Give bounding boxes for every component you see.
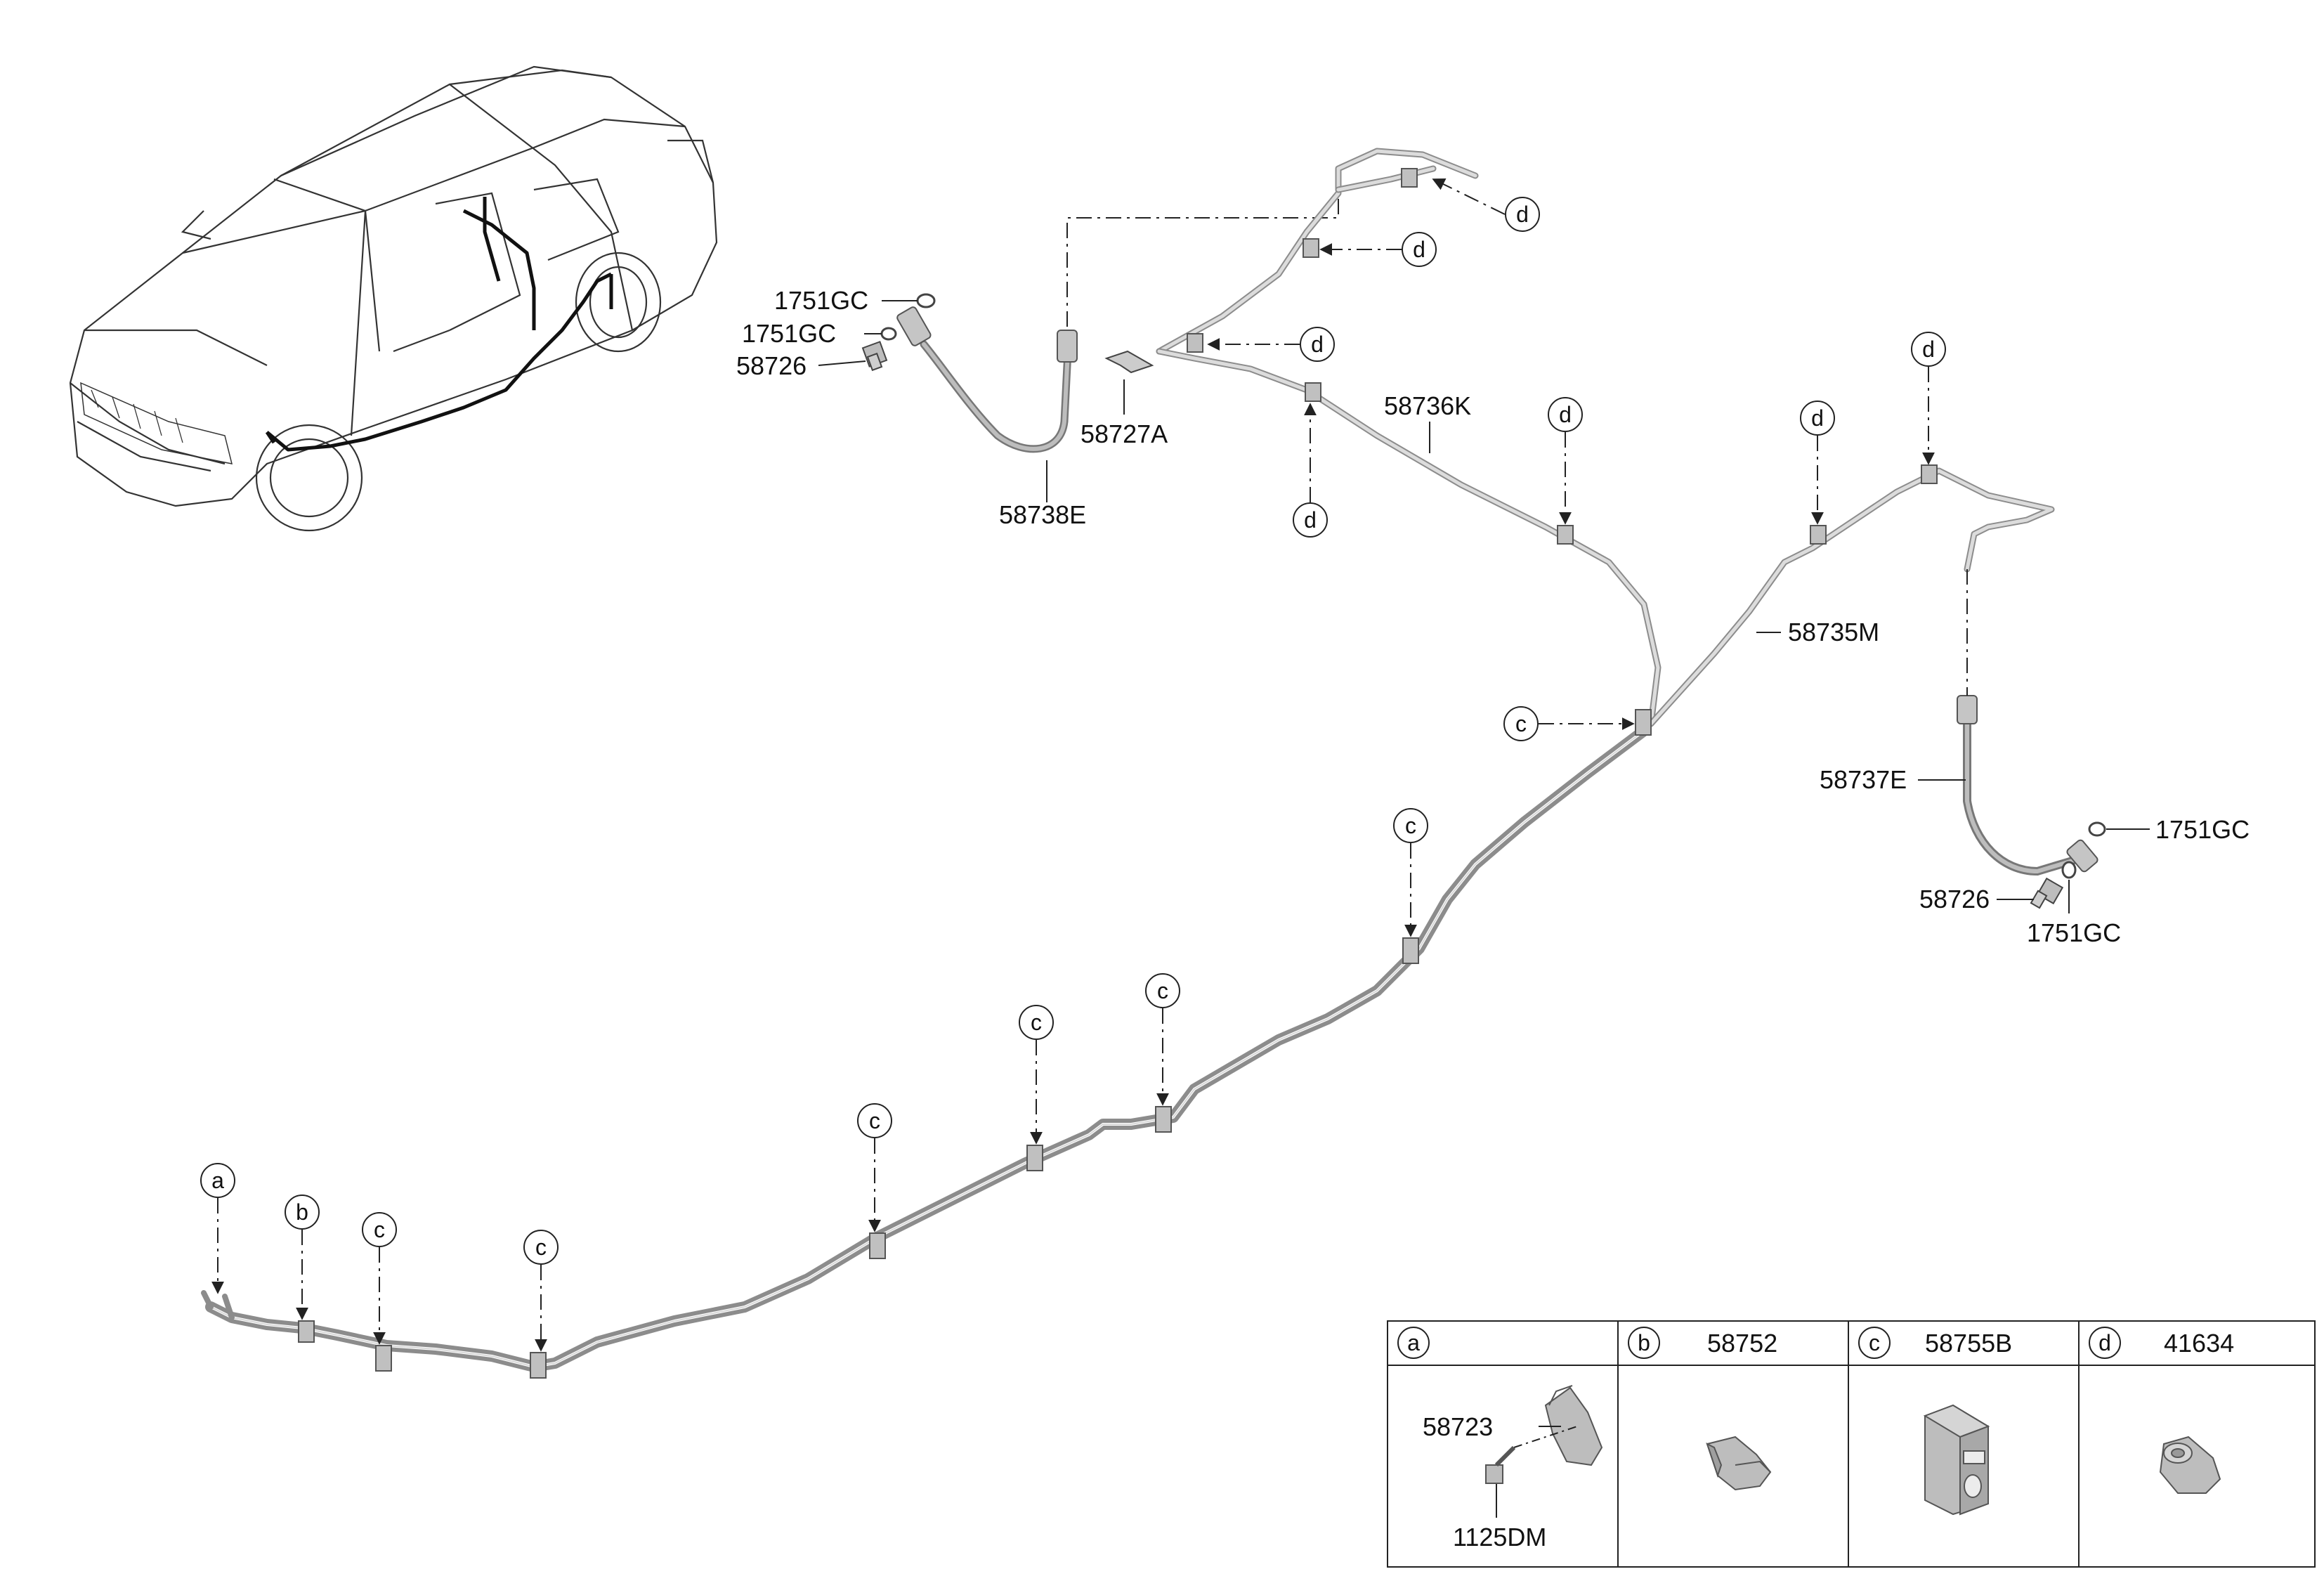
label-58726-top: 58726 — [736, 351, 807, 380]
legend-letter-a: a — [1407, 1330, 1420, 1355]
legend-letter-c: c — [1869, 1330, 1880, 1355]
label-1751GC-r2: 1751GC — [2027, 918, 2121, 947]
rear-right-hose-assembly — [1957, 695, 2106, 909]
label-58735M: 58735M — [1788, 618, 1879, 646]
label-1751GC-top1: 1751GC — [774, 286, 868, 315]
callout-c: c — [535, 1235, 547, 1260]
label-58738E: 58738E — [999, 500, 1086, 529]
callout-c: c — [374, 1217, 385, 1242]
callout-arrows — [211, 178, 1935, 1352]
callout-d: d — [1811, 405, 1824, 431]
callout-c: c — [1031, 1010, 1042, 1035]
legend-part-58723: 58723 — [1423, 1412, 1493, 1441]
legend-letter-b: b — [1638, 1330, 1650, 1355]
callout-d: d — [1304, 507, 1317, 533]
label-58726-rear: 58726 — [1919, 885, 1990, 913]
connection-hose-to-top-pipe — [1066, 190, 1339, 327]
pipe-clips — [298, 168, 1938, 1379]
label-58736K: 58736K — [1384, 391, 1471, 420]
banjo-bolt-58726-rear — [2030, 877, 2064, 909]
callout-d: d — [1311, 332, 1324, 357]
top-front-pipe — [1156, 148, 1662, 727]
car-illustration — [69, 65, 718, 532]
legend-c-clip — [1923, 1404, 1990, 1516]
legend-part-d: 41634 — [2164, 1329, 2234, 1358]
front-left-hose-assembly — [861, 293, 1154, 453]
legend-a-bracket-bolt — [1485, 1385, 1603, 1518]
leaders-rear-right — [1756, 632, 2150, 913]
legend-letter-d: d — [2098, 1330, 2111, 1355]
label-1751GC-r1: 1751GC — [2155, 815, 2250, 844]
callout-d: d — [1559, 402, 1572, 427]
legend-part-b: 58752 — [1707, 1329, 1777, 1358]
car-brake-line-highlight — [265, 197, 613, 452]
callout-c: c — [1157, 978, 1168, 1003]
label-58737E: 58737E — [1820, 765, 1907, 794]
callout-c: c — [1515, 711, 1527, 736]
legend-part-c: 58755B — [1925, 1329, 2012, 1358]
leaders-top-left — [818, 300, 1125, 502]
callout-c: c — [1405, 813, 1416, 838]
legend-b-clip — [1706, 1436, 1772, 1491]
label-58727A: 58727A — [1081, 419, 1168, 448]
banjo-bolt-58726-top — [861, 341, 888, 372]
callout-c: c — [869, 1108, 880, 1133]
label-1751GC-top2: 1751GC — [742, 319, 836, 348]
callout-d: d — [1516, 202, 1529, 227]
callout-b: b — [296, 1199, 308, 1225]
callout-letters: d d d d d d d c c c c c c c b a — [211, 202, 1935, 1260]
callout-d: d — [1922, 337, 1935, 362]
clip-58727A — [1104, 350, 1154, 374]
right-rear-pipe — [1647, 467, 2055, 727]
callout-d: d — [1413, 237, 1425, 262]
legend-part-1125DM: 1125DM — [1453, 1523, 1546, 1551]
legend-d-clip — [2159, 1436, 2221, 1494]
callout-a: a — [211, 1168, 224, 1193]
legend-table: a b c d 58752 58755B 41634 58723 1125DM — [1387, 1320, 2316, 1568]
callout-circles — [200, 197, 1946, 1265]
